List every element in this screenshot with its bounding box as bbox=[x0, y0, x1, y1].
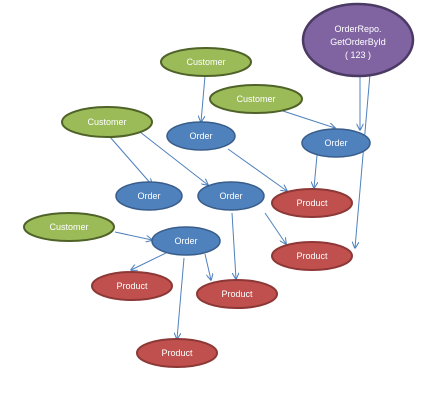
edge-order-bottom-to-product-bottom bbox=[177, 257, 185, 339]
product-ellipse bbox=[271, 241, 353, 271]
order-label: Order bbox=[324, 138, 347, 148]
customer-ellipse bbox=[61, 106, 153, 138]
order-node: Order bbox=[115, 181, 183, 211]
customer-node: Customer bbox=[23, 212, 115, 242]
edges bbox=[109, 73, 371, 339]
order-ellipse bbox=[301, 128, 371, 158]
product-ellipse bbox=[196, 279, 278, 309]
product-node: Product bbox=[91, 271, 173, 301]
product-label: Product bbox=[116, 281, 148, 291]
product-ellipse bbox=[136, 338, 218, 368]
product-ellipse bbox=[271, 188, 353, 218]
order-ellipse bbox=[151, 226, 221, 256]
repo-label-line1: OrderRepo. bbox=[334, 24, 381, 34]
repo-label-line2: GetOrderById bbox=[330, 37, 386, 47]
product-node: Product bbox=[136, 338, 218, 368]
edge-customer3-to-order bbox=[109, 136, 152, 185]
order-ellipse bbox=[115, 181, 183, 211]
edge-order-bottom-to-product-mid bbox=[204, 253, 211, 280]
order-node: Order bbox=[166, 121, 236, 151]
product-label: Product bbox=[296, 198, 328, 208]
product-node: Product bbox=[271, 241, 353, 271]
order-ellipse bbox=[197, 181, 265, 211]
product-node: Product bbox=[271, 188, 353, 218]
repo-ellipse bbox=[301, 2, 415, 78]
product-label: Product bbox=[161, 348, 193, 358]
customer-node: Customer bbox=[61, 106, 153, 138]
edge-order-top-to-product bbox=[227, 148, 287, 191]
customer-ellipse bbox=[160, 47, 252, 77]
edge-repo-to-product bbox=[355, 73, 371, 248]
customer-node: Customer bbox=[160, 47, 252, 77]
customer-ellipse bbox=[209, 84, 303, 114]
customer-node: Customer bbox=[209, 84, 303, 114]
edge-order-center-to-product-mid bbox=[231, 212, 236, 279]
edge-order-center-to-product-right bbox=[264, 212, 286, 244]
order-node: Order bbox=[197, 181, 265, 211]
order-label: Order bbox=[189, 131, 212, 141]
edge-order-right-to-product bbox=[314, 154, 317, 188]
customer-label: Customer bbox=[87, 117, 126, 127]
order-label: Order bbox=[219, 191, 242, 201]
order-node: Order bbox=[301, 128, 371, 158]
edge-customer1-to-order bbox=[201, 75, 206, 122]
customer-label: Customer bbox=[236, 94, 275, 104]
customer-label: Customer bbox=[49, 222, 88, 232]
edge-customer3-to-order-center bbox=[139, 131, 208, 185]
order-label: Order bbox=[137, 191, 160, 201]
repo-node: OrderRepo. GetOrderById ( 123 ) bbox=[301, 2, 415, 78]
customer-label: Customer bbox=[186, 57, 225, 67]
order-ellipse bbox=[166, 121, 236, 151]
edge-customer2-to-order bbox=[282, 110, 335, 128]
product-label: Product bbox=[221, 289, 253, 299]
repo-label-line3: ( 123 ) bbox=[345, 50, 371, 60]
order-node: Order bbox=[151, 226, 221, 256]
order-label: Order bbox=[174, 236, 197, 246]
product-ellipse bbox=[91, 271, 173, 301]
product-label: Product bbox=[296, 251, 328, 261]
customer-ellipse bbox=[23, 212, 115, 242]
edge-order-bottom-to-product-left bbox=[131, 251, 169, 270]
edge-customer4-to-order bbox=[114, 231, 152, 240]
product-node: Product bbox=[196, 279, 278, 309]
